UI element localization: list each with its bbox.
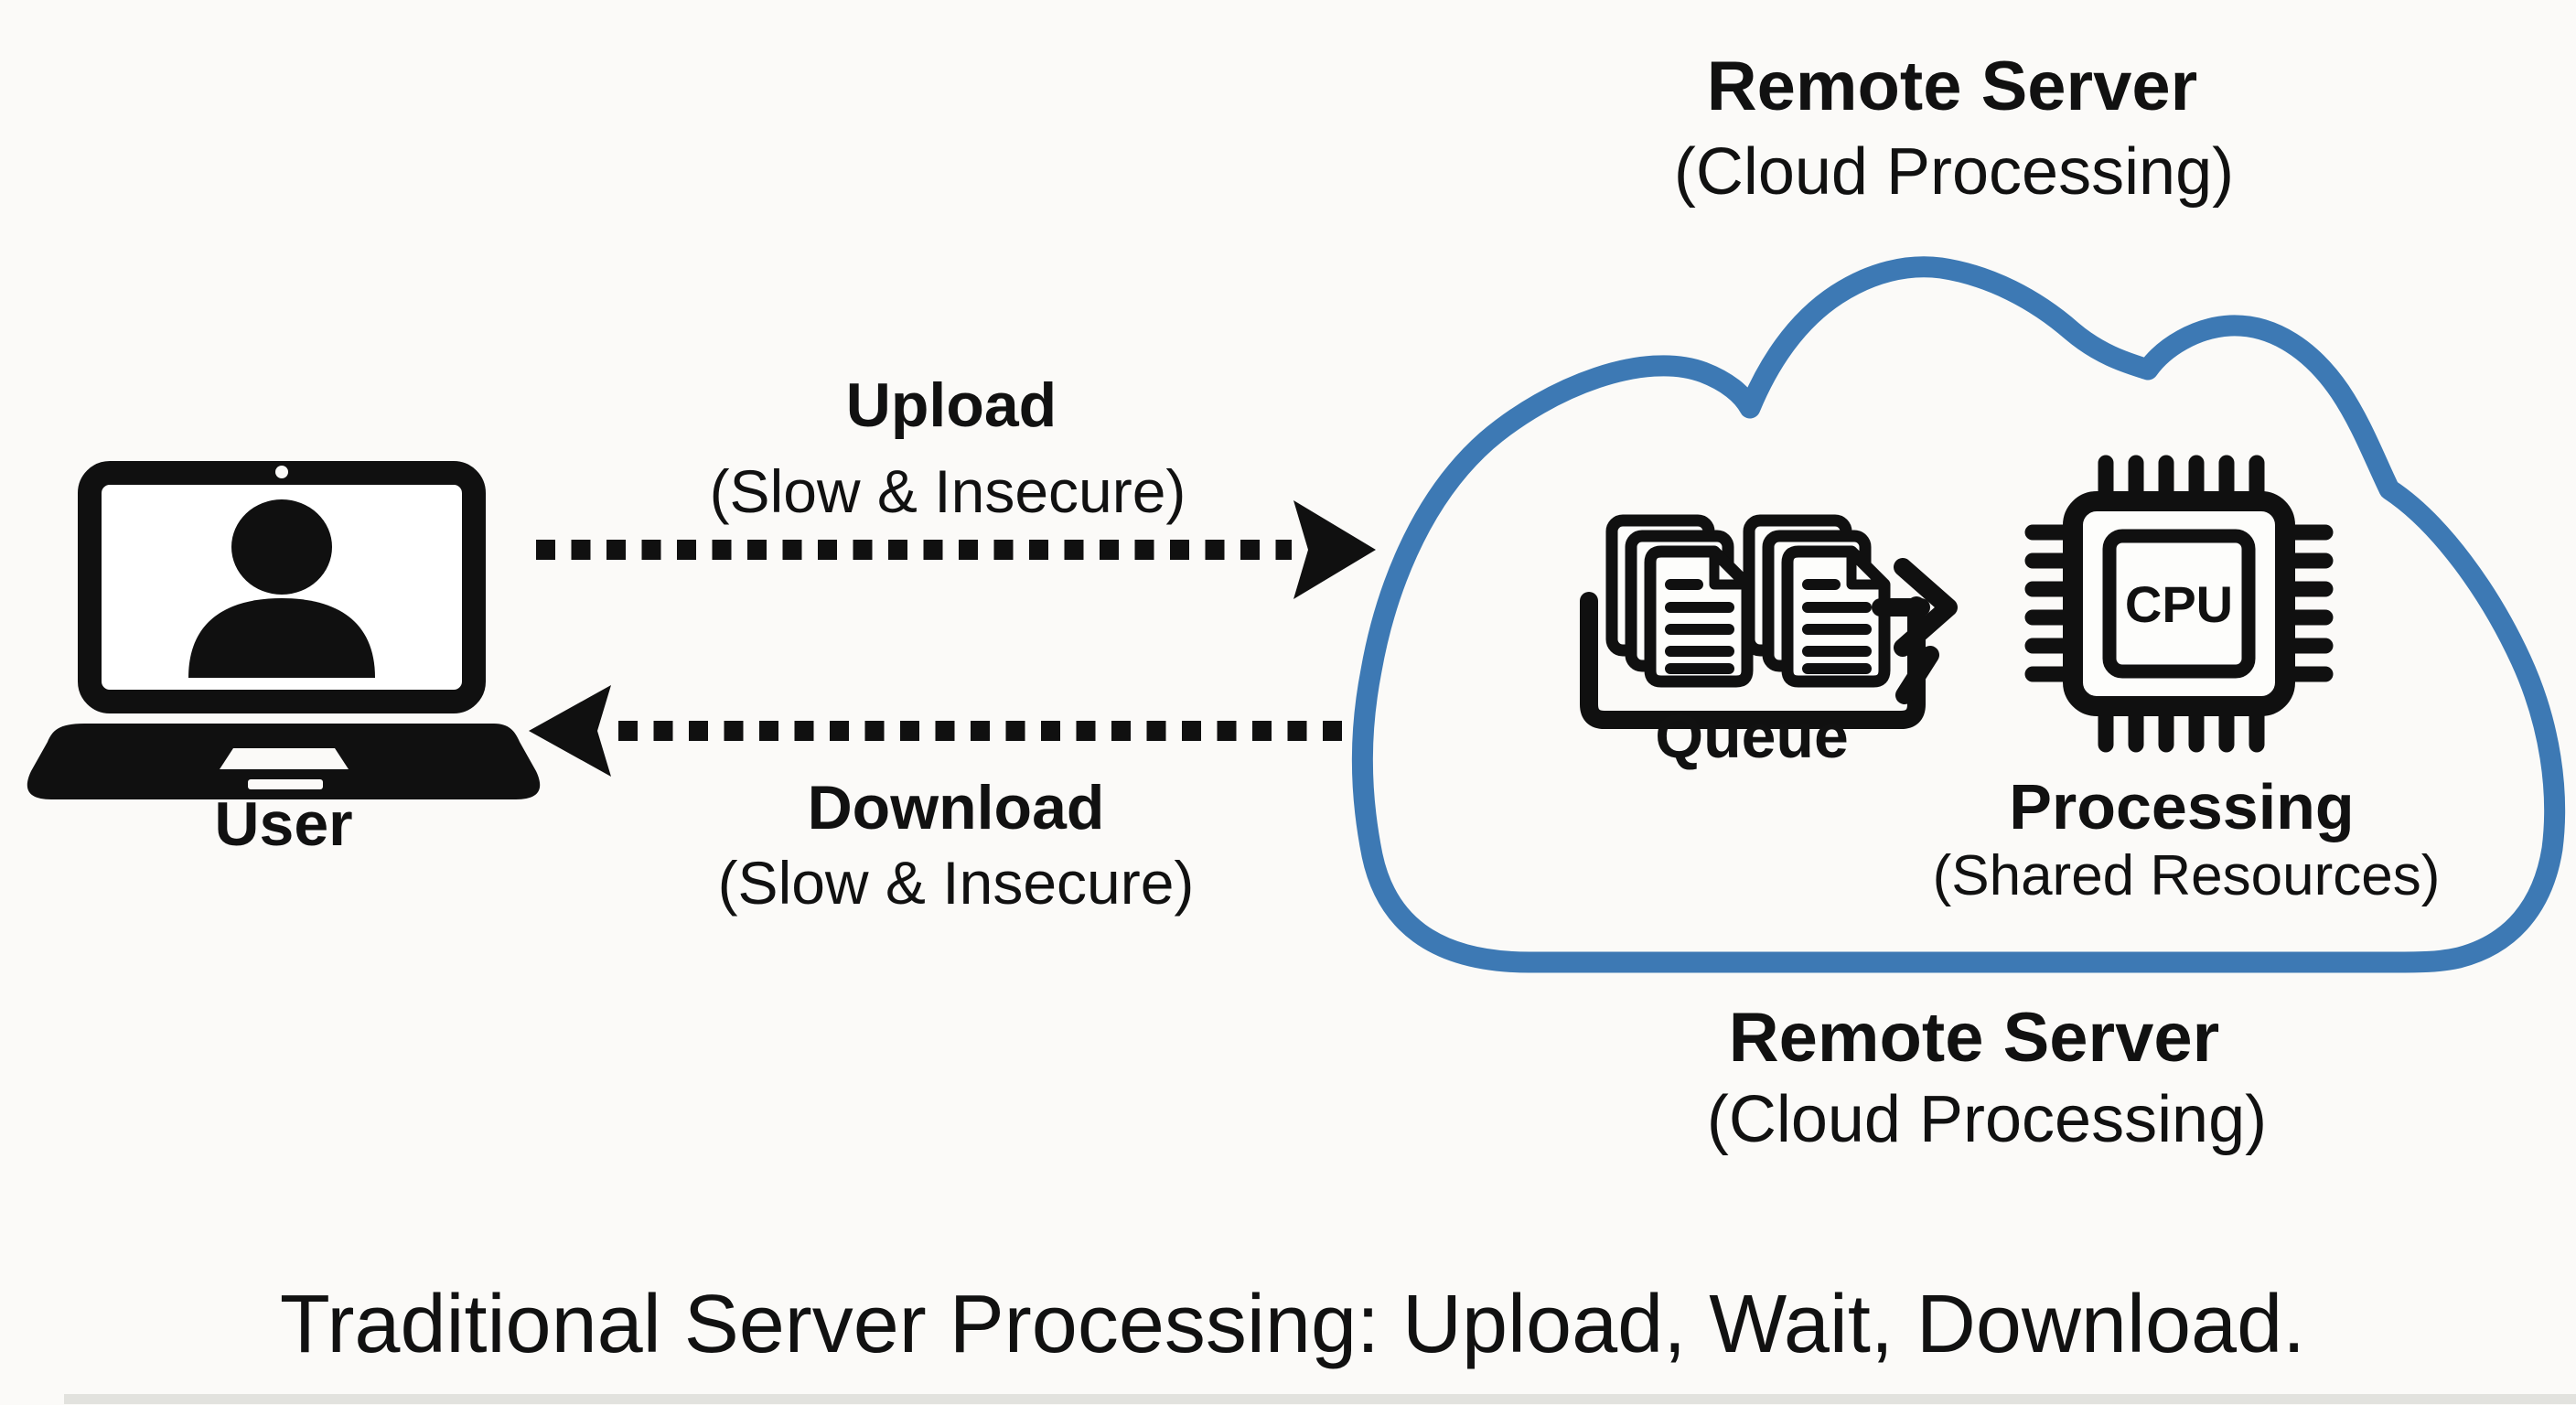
- document-stack-2: [1743, 514, 1891, 688]
- upload-arrow: [536, 500, 1376, 599]
- chip-body: [2063, 491, 2295, 716]
- upload-arrowhead: [1293, 500, 1376, 599]
- download-label: Download: [808, 773, 1105, 842]
- document-text-lines: [1802, 579, 1872, 674]
- remote-server-bottom-subtitle: (Cloud Processing): [1707, 1083, 2267, 1156]
- touchpad-notch: [220, 748, 349, 769]
- upload-label: Upload: [846, 370, 1057, 440]
- download-arrow: [529, 685, 1356, 777]
- download-arrowhead: [529, 685, 611, 777]
- base-slot: [248, 779, 323, 789]
- user-label: User: [214, 789, 352, 859]
- queue-arrow-icon: [1872, 558, 1958, 704]
- cpu-chip-label: CPU: [2125, 575, 2233, 633]
- remote-server-top-title: Remote Server: [1707, 48, 2198, 125]
- person-icon: [188, 499, 375, 678]
- cpu-chip-icon: [2024, 455, 2334, 753]
- processing-label: Processing: [2009, 771, 2354, 842]
- upload-sublabel: (Slow & Insecure): [710, 457, 1186, 525]
- document-stack-1: [1605, 514, 1754, 688]
- document-icon: [1644, 545, 1754, 688]
- cloud-outline-icon: [1351, 256, 2566, 973]
- remote-server-top-subtitle: (Cloud Processing): [1674, 135, 2234, 209]
- document-icon: [1781, 545, 1891, 688]
- documents-queue-icon: [1580, 514, 1958, 729]
- tray-icon: [1580, 592, 1926, 729]
- laptop-user-icon: [27, 461, 541, 799]
- download-sublabel: (Slow & Insecure): [718, 849, 1195, 917]
- queue-label: Queue: [1655, 702, 1849, 771]
- webcam-dot-icon: [275, 466, 288, 478]
- chip-die: [2102, 529, 2256, 679]
- remote-server-bottom-title: Remote Server: [1729, 999, 2220, 1077]
- processing-sublabel: (Shared Resources): [1933, 844, 2441, 907]
- document-text-lines: [1665, 579, 1734, 674]
- scan-artifact-band: [64, 1394, 2576, 1404]
- caption: Traditional Server Processing: Upload, W…: [280, 1279, 2305, 1370]
